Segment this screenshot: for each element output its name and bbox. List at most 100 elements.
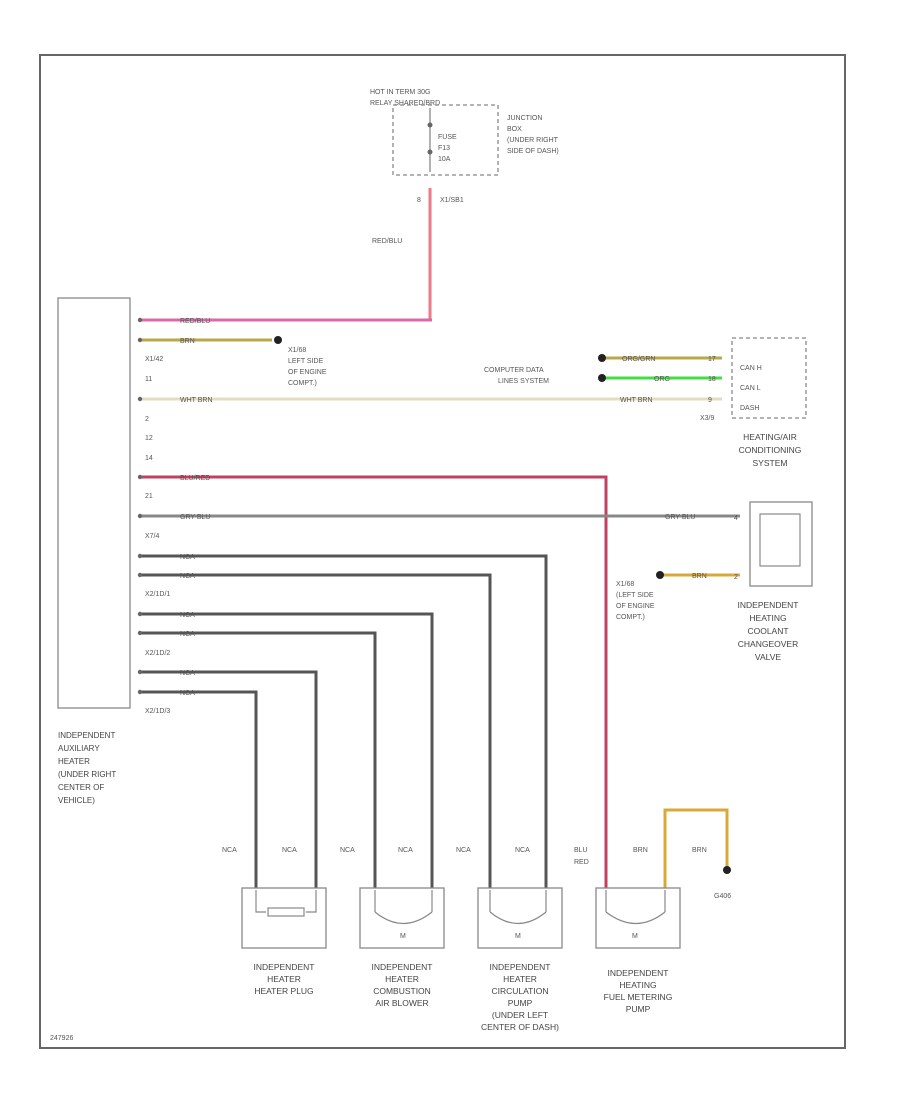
bottom-nca-6: NCA	[515, 847, 530, 854]
wire-label-nca-2: NCA	[180, 573, 195, 580]
wire-label-gry-blu-right: GRY BLU	[665, 514, 695, 521]
valve-label-1: INDEPENDENT	[738, 600, 799, 610]
diagram-id: 247926	[50, 1035, 73, 1042]
comp3-line3: CIRCULATION	[492, 986, 549, 996]
valve-label-2: HEATING	[749, 613, 786, 623]
connector-x2-2: X2/1D/2	[145, 650, 170, 657]
connector-x7-4: X7/4	[145, 533, 160, 540]
comp3-line2: HEATER	[503, 974, 537, 984]
fuel-pump-motor-m: M	[632, 933, 638, 940]
heater-plug-box	[241, 887, 327, 949]
hvac-conn-2: CAN L	[740, 385, 761, 392]
module-label-2: AUXILIARY	[58, 744, 100, 753]
wire-label-gry-blu-left: GRY BLU	[180, 514, 210, 521]
ground-left-2: OF ENGINE	[288, 369, 327, 376]
junction-title-2: RELAY SHARED/BRD	[370, 100, 440, 107]
ground-bottom-dot	[723, 866, 731, 874]
ground-mid-id: X1/68	[616, 581, 634, 588]
diagram-frame	[39, 54, 846, 1049]
hvac-label-3: SYSTEM	[753, 458, 788, 468]
wire-nca-3	[140, 612, 434, 890]
hvac-conn-1: CAN H	[740, 365, 762, 372]
junction-pin: 8	[417, 197, 421, 204]
blower-motor-arc	[374, 911, 433, 924]
junction-box: HOT IN TERM 30G RELAY SHARED/BRD FUSE F1…	[370, 89, 559, 204]
pump-box	[477, 887, 563, 949]
bottom-brn-2: BRN	[692, 847, 707, 854]
wire-label-wht-brn-right: WHT BRN	[620, 397, 653, 404]
ground-mid-dot	[656, 571, 664, 579]
bottom-nca-4: NCA	[398, 847, 413, 854]
ground-mid-2: OF ENGINE	[616, 603, 655, 610]
pin-2: 2	[145, 416, 149, 423]
wire-labels: RED/BLU RED/BLU BRN WHT BRN WHT BRN ORG/…	[180, 238, 707, 697]
pin-14: 14	[145, 455, 153, 462]
can-pin-id: X3/9	[700, 415, 715, 422]
wire-label-org: ORG	[654, 376, 670, 383]
comp3-line5: (UNDER LEFT	[492, 1010, 548, 1020]
bottom-blu: BLU	[574, 847, 588, 854]
wire-label-brn-valve: BRN	[692, 573, 707, 580]
wire-nca-1	[140, 554, 548, 890]
valve-pin-4: 4	[734, 515, 738, 522]
pump-leads	[489, 890, 547, 912]
valve-label-3: COOLANT	[747, 626, 788, 636]
ground-middle: X1/68 (LEFT SIDE OF ENGINE COMPT.)	[616, 571, 664, 621]
wire-nca-4	[140, 631, 377, 890]
fuel-pump-motor-arc	[605, 911, 666, 924]
comp4-line3: FUEL METERING	[604, 992, 673, 1002]
module-label-1: INDEPENDENT	[58, 731, 115, 740]
fuse-terminal-bottom	[427, 149, 433, 155]
module-label-5: CENTER OF	[58, 783, 104, 792]
valve-coil	[759, 513, 801, 567]
connector-x1-42: X1/42	[145, 356, 163, 363]
comp2-line3: COMBUSTION	[373, 986, 431, 996]
bottom-nca-5: NCA	[456, 847, 471, 854]
blower-leads	[374, 890, 433, 912]
wire-label-nca-6: NCA	[180, 690, 195, 697]
junction-connector: X1/SB1	[440, 197, 464, 204]
bottom-red: RED	[574, 859, 589, 866]
can-pin-9: 9	[708, 397, 712, 404]
hvac-label-1: HEATING/AIR	[743, 432, 797, 442]
wire-label-red-blu-v: RED/BLU	[372, 238, 402, 245]
junction-location-1: JUNCTION	[507, 115, 542, 122]
comp3-line6: CENTER OF DASH)	[481, 1022, 559, 1032]
bottom-wire-labels: NCA NCA NCA NCA NCA NCA BLU RED BRN BRN …	[222, 847, 731, 900]
heater-plug-element	[267, 907, 305, 917]
bottom-brn-1: BRN	[633, 847, 648, 854]
connector-x2-1: X2/1D/1	[145, 591, 170, 598]
comp1-line2: HEATER	[267, 974, 301, 984]
component-combustion-blower: M INDEPENDENT HEATER COMBUSTION AIR BLOW…	[359, 887, 445, 1008]
pin-11: 11	[145, 376, 152, 383]
pump-motor-arc	[489, 911, 547, 924]
comp1-line1: INDEPENDENT	[254, 962, 315, 972]
hvac-conn-3: DASH	[740, 405, 759, 412]
can-label-1: COMPUTER DATA	[484, 367, 544, 374]
wire-nca-6	[140, 690, 258, 890]
fuse-label-2: F13	[438, 145, 450, 152]
pump-motor-m: M	[515, 933, 521, 940]
comp3-line1: INDEPENDENT	[490, 962, 551, 972]
blower-box	[359, 887, 445, 949]
comp4-line1: INDEPENDENT	[608, 968, 669, 978]
wire-label-nca-3: NCA	[180, 612, 195, 619]
coolant-valve: 4 2 INDEPENDENT HEATING COOLANT CHANGEOV…	[734, 501, 813, 662]
bottom-nca-1: NCA	[222, 847, 237, 854]
junction-title-1: HOT IN TERM 30G	[370, 89, 430, 96]
valve-label-5: VALVE	[755, 652, 781, 662]
comp2-line4: AIR BLOWER	[375, 998, 428, 1008]
valve-label-4: CHANGEOVER	[738, 639, 798, 649]
can-l-dot	[598, 374, 606, 382]
ground-left-dot	[274, 336, 282, 344]
comp4-line2: HEATING	[619, 980, 656, 990]
module-label-6: VEHICLE)	[58, 796, 95, 805]
ground-left-id: X1/68	[288, 347, 306, 354]
wires	[140, 188, 740, 890]
hvac-box	[731, 337, 807, 419]
comp2-line2: HEATER	[385, 974, 419, 984]
fuel-pump-box	[595, 887, 681, 949]
bottom-nca-2: NCA	[282, 847, 297, 854]
component-fuel-metering-pump: M INDEPENDENT HEATING FUEL METERING PUMP	[595, 887, 681, 1014]
